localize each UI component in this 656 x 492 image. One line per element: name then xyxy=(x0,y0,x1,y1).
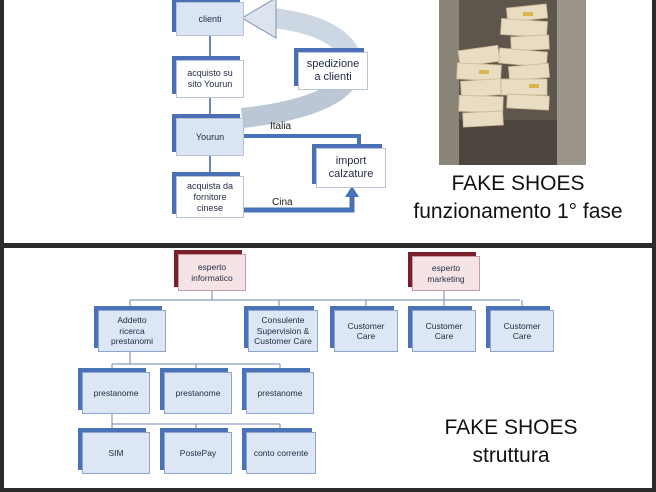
process-box-clienti: clienti xyxy=(176,2,244,36)
top-slide: clienti acquisto su sito Yourun Yourun a… xyxy=(4,0,652,243)
org-box-esperto-marketing: esperto marketing xyxy=(412,256,480,291)
org-box-conto-corrente: conto corrente xyxy=(246,432,316,474)
parcels-photo xyxy=(439,0,586,165)
process-box-import: import calzature xyxy=(316,148,386,188)
org-chart-connectors xyxy=(111,291,523,432)
route-label-cina: Cina xyxy=(272,197,293,208)
parcels-photo-illustration xyxy=(439,0,586,165)
return-arrow-head xyxy=(240,0,277,40)
org-box-customer-care-2: Customer Care xyxy=(412,310,476,352)
caption-top-title: FAKE SHOES xyxy=(451,172,585,195)
org-box-customer-care-3: Customer Care xyxy=(490,310,554,352)
caption-top: FAKE SHOES funzionamento 1° fase xyxy=(384,170,652,226)
org-box-addetto-ricerca-prestanomi: Addetto ricerca prestanomi xyxy=(98,310,166,352)
process-box-spedizione: spedizione a clienti xyxy=(298,52,368,90)
org-box-postepay: PostePay xyxy=(164,432,232,474)
org-box-prestanome-1: prestanome xyxy=(82,372,150,414)
return-arrow-upper xyxy=(272,8,358,58)
caption-top-subtitle: funzionamento 1° fase xyxy=(413,200,623,223)
route-cina-arrowhead xyxy=(345,186,359,197)
org-box-consulente: Consulente Supervision & Customer Care xyxy=(248,310,318,352)
org-box-esperto-informatico: esperto informatico xyxy=(178,254,246,291)
route-label-italia: Italia xyxy=(270,121,292,132)
caption-bottom-subtitle: struttura xyxy=(472,444,550,467)
route-cina xyxy=(242,196,355,213)
org-box-customer-care-1: Customer Care xyxy=(334,310,398,352)
bottom-slide: esperto informatico esperto marketing Ad… xyxy=(4,248,652,488)
caption-bottom-title: FAKE SHOES xyxy=(444,416,578,439)
caption-bottom: FAKE SHOES struttura xyxy=(404,414,618,470)
org-box-prestanome-2: prestanome xyxy=(164,372,232,414)
process-box-acquisto: acquisto su sito Yourun xyxy=(176,60,244,98)
process-box-yourun: Yourun xyxy=(176,118,244,156)
org-box-prestanome-3: prestanome xyxy=(246,372,314,414)
org-box-sim: SIM xyxy=(82,432,150,474)
process-box-acquista: acquista da fornitore cinese xyxy=(176,176,244,218)
route-italia xyxy=(242,134,361,150)
